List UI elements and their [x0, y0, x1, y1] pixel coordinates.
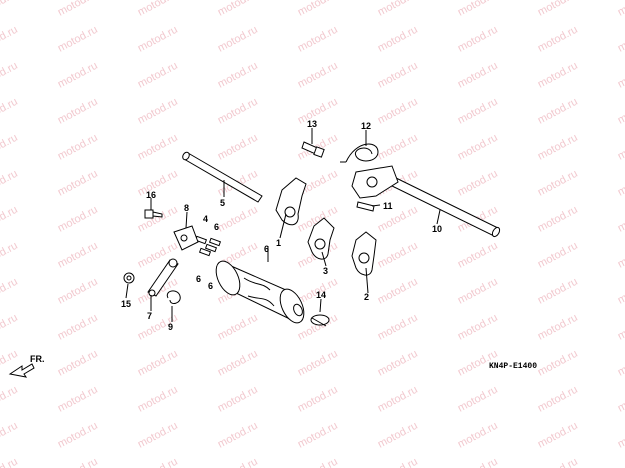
callout-4: 5: [220, 198, 225, 208]
part-11-bolt: [356, 201, 375, 212]
callout-16: 16: [146, 190, 156, 200]
part-10-gearshift-spindle: [351, 165, 501, 238]
callout-9: 9: [168, 322, 173, 332]
callout-6b: 6: [214, 222, 219, 232]
callout-labels: 5 6 1 2 3 10 11 12 13 14 16 8 4 6 6 6 7 …: [121, 119, 442, 332]
callout-13: 13: [307, 119, 317, 129]
part-6-pins: [194, 235, 222, 257]
callout-5: 6: [264, 244, 269, 254]
watermark-text: motod.ru: [616, 0, 625, 19]
part-14-clip: [310, 314, 330, 327]
leader-lines: [125, 128, 441, 322]
callout-3: 3: [323, 266, 328, 276]
diagram-code: KN4P-E1400: [489, 362, 537, 371]
front-direction-arrow: FR.: [8, 354, 45, 378]
part-9-spring: [166, 290, 181, 304]
part-3-shift-fork: [307, 217, 335, 260]
part-7-stopper-arm: [147, 258, 179, 297]
part-2-shift-fork: [351, 231, 377, 276]
callout-6a: 4: [203, 214, 208, 224]
callout-8: 8: [184, 203, 189, 213]
callout-11: 11: [383, 201, 393, 211]
part-15-bolt: [123, 272, 135, 284]
callout-15: 15: [121, 299, 131, 309]
callout-12: 12: [361, 121, 371, 131]
callout-6c: 6: [196, 274, 201, 284]
fr-label: FR.: [30, 354, 45, 364]
part-12-return-spring: [340, 143, 379, 163]
callout-14: 14: [316, 290, 326, 300]
part-5-shift-drum: [215, 260, 305, 324]
part-1-shift-fork: [275, 177, 307, 226]
callout-1: 1: [276, 238, 281, 248]
callout-2: 2: [364, 292, 369, 302]
part-8-stopper-plate: [173, 225, 199, 251]
callout-6d: 6: [208, 281, 213, 291]
part-13-pin: [301, 141, 325, 158]
callout-7: 7: [147, 311, 152, 321]
part-4-fork-shaft: [182, 151, 263, 203]
callout-10: 10: [432, 224, 442, 234]
part-16-bolt: [144, 209, 163, 219]
